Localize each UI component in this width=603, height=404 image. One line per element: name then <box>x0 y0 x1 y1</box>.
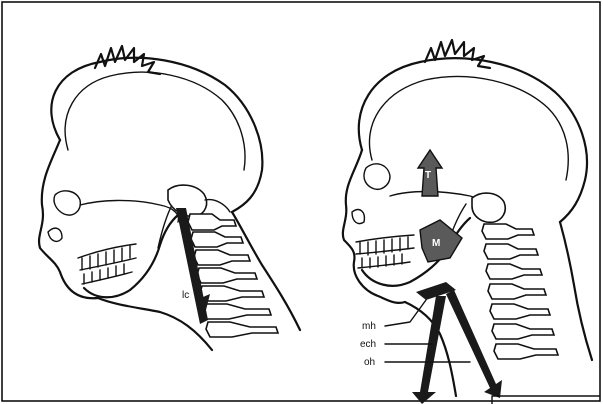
label-temporalis: T <box>425 170 431 181</box>
figure-frame <box>2 2 600 401</box>
label-masseter: M <box>432 238 440 249</box>
label-oh: oh <box>364 357 375 368</box>
right-mastoid <box>472 193 505 222</box>
label-mh: mh <box>362 321 376 332</box>
label-ech: ech <box>360 339 376 350</box>
label-lc: lc <box>182 290 189 301</box>
